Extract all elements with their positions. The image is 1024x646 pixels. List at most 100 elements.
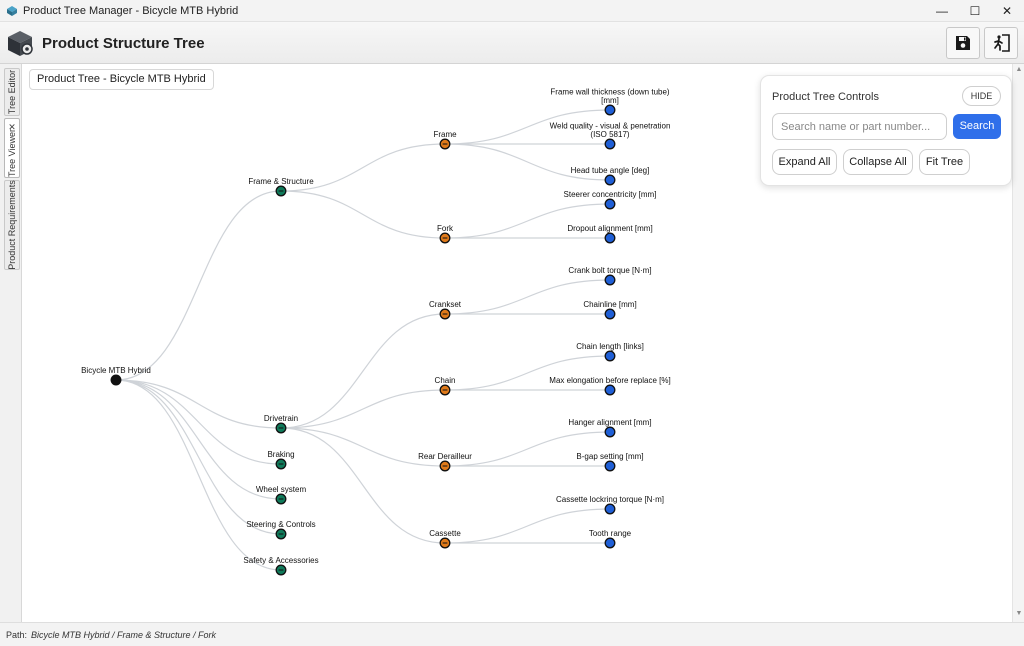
collapse-all-button[interactable]: Collapse All [843,149,913,175]
minimize-button[interactable]: — [925,0,959,22]
component-node[interactable]: Fork [437,224,454,244]
component-node[interactable]: Crankset [429,300,462,320]
tab-product-requirements[interactable]: Product Requirements [4,180,20,270]
maximize-button[interactable]: ☐ [958,0,992,22]
tree-link [444,143,611,181]
requirement-node[interactable]: Hanger alignment [mm] [568,418,652,438]
requirement-node-marker[interactable] [604,104,616,116]
requirement-label: [mm] [601,96,619,105]
requirement-node[interactable]: Head tube angle [deg] [571,166,650,186]
requirement-node-marker[interactable] [604,537,616,549]
vertical-scrollbar[interactable]: ▲ ▼ [1012,64,1024,622]
tree-link [115,379,282,535]
component-node[interactable]: Chain [435,376,456,396]
component-node[interactable]: Frame [433,130,457,150]
tab-tree-editor[interactable]: Tree Editor [4,68,20,116]
tab-tree-viewer[interactable]: ✕ Tree Viewer [4,118,20,178]
requirement-label: Max elongation before replace [%] [549,376,670,385]
tab-close-icon[interactable]: ✕ [8,122,16,132]
category-node[interactable]: Steering & Controls [246,520,316,540]
scroll-down-icon[interactable]: ▼ [1015,610,1023,617]
requirement-node[interactable]: Dropout alignment [mm] [567,224,653,244]
requirement-node[interactable]: Chain length [links] [576,342,644,362]
tree-link [115,379,282,429]
component-label: Cassette [429,529,461,538]
category-label: Steering & Controls [246,520,315,529]
tree-link [280,190,446,239]
requirement-node-marker[interactable] [604,426,616,438]
component-node[interactable]: Cassette [429,529,461,549]
tree-graph[interactable]: Frame wall thickness (down tube)[mm] Weld… [22,64,1012,622]
category-node[interactable]: Wheel system [256,485,307,505]
requirement-node-marker[interactable] [604,138,616,150]
requirement-label: Dropout alignment [mm] [567,224,652,233]
hide-controls-button[interactable]: HIDE [962,86,1001,106]
requirement-node[interactable]: Steerer concentricity [mm] [564,190,657,210]
requirement-label: Frame wall thickness (down tube) [550,88,669,97]
tree-link [280,427,446,467]
root-node[interactable]: Bicycle MTB Hybrid [81,366,151,386]
requirement-label: B-gap setting [mm] [576,452,643,461]
requirement-node-marker[interactable] [604,174,616,186]
requirement-node-marker[interactable] [604,350,616,362]
tree-link [280,427,446,544]
requirement-node-marker[interactable] [604,198,616,210]
requirement-node-marker[interactable] [604,308,616,320]
requirement-node-marker[interactable] [604,460,616,472]
requirement-label: Crank bolt torque [N·m] [568,266,651,275]
tree-title-label: Product Tree - Bicycle MTB Hybrid [29,69,214,90]
requirement-node-marker[interactable] [604,232,616,244]
tree-link [280,143,446,192]
requirement-node-marker[interactable] [604,274,616,286]
component-label: Rear Derailleur [418,452,472,461]
category-label: Braking [267,450,294,459]
tree-link [115,379,282,465]
save-button[interactable] [946,27,980,59]
fit-tree-button[interactable]: Fit Tree [919,149,970,175]
scroll-up-icon[interactable]: ▲ [1015,66,1023,73]
expand-all-button[interactable]: Expand All [772,149,837,175]
category-label: Frame & Structure [248,177,314,186]
tab-label: Tree Editor [7,69,17,115]
requirement-node[interactable]: Tooth range [589,529,632,549]
requirement-label: Head tube angle [deg] [571,166,650,175]
component-node[interactable]: Rear Derailleur [418,452,472,472]
requirement-label: (ISO 5817) [590,130,629,139]
side-tab-strip: Tree Editor ✕ Tree Viewer Product Requir… [0,64,22,622]
requirement-node[interactable]: B-gap setting [mm] [576,452,644,472]
requirement-label: Chainline [mm] [583,300,636,309]
search-input[interactable] [772,113,947,140]
tab-label: Product Requirements [7,180,17,270]
requirement-node-marker[interactable] [604,384,616,396]
exit-button[interactable] [984,27,1018,59]
requirement-label: Tooth range [589,529,632,538]
category-node[interactable]: Safety & Accessories [243,556,319,576]
selected-path: Bicycle MTB Hybrid / Frame & Structure /… [31,630,217,640]
category-label: Safety & Accessories [243,556,318,565]
requirement-node-marker[interactable] [604,503,616,515]
requirement-node[interactable]: Frame wall thickness (down tube)[mm] [550,88,670,116]
tree-link [115,190,282,381]
requirement-node[interactable]: Cassette lockring torque [N·m] [556,495,664,515]
requirement-label: Weld quality - visual & penetration [550,122,671,131]
tree-link [444,431,611,467]
component-label: Crankset [429,300,462,309]
controls-title: Product Tree Controls [772,91,879,103]
category-node[interactable]: Frame & Structure [248,177,314,197]
minimize-icon: — [936,4,948,18]
category-node[interactable]: Drivetrain [264,414,298,434]
requirement-node[interactable]: Max elongation before replace [%] [549,376,671,396]
tree-link [444,203,611,239]
search-button[interactable]: Search [953,114,1001,139]
requirement-node[interactable]: Chainline [mm] [583,300,637,320]
tree-link [444,355,611,391]
requirement-label: Steerer concentricity [mm] [564,190,657,199]
requirement-node[interactable]: Weld quality - visual & penetration(ISO … [550,122,671,150]
category-node[interactable]: Braking [267,450,295,470]
floppy-disk-icon [956,36,970,50]
requirement-node[interactable]: Crank bolt torque [N·m] [568,266,652,286]
page-title: Product Structure Tree [42,35,205,52]
tree-link [444,279,611,315]
close-button[interactable]: ✕ [990,0,1024,22]
